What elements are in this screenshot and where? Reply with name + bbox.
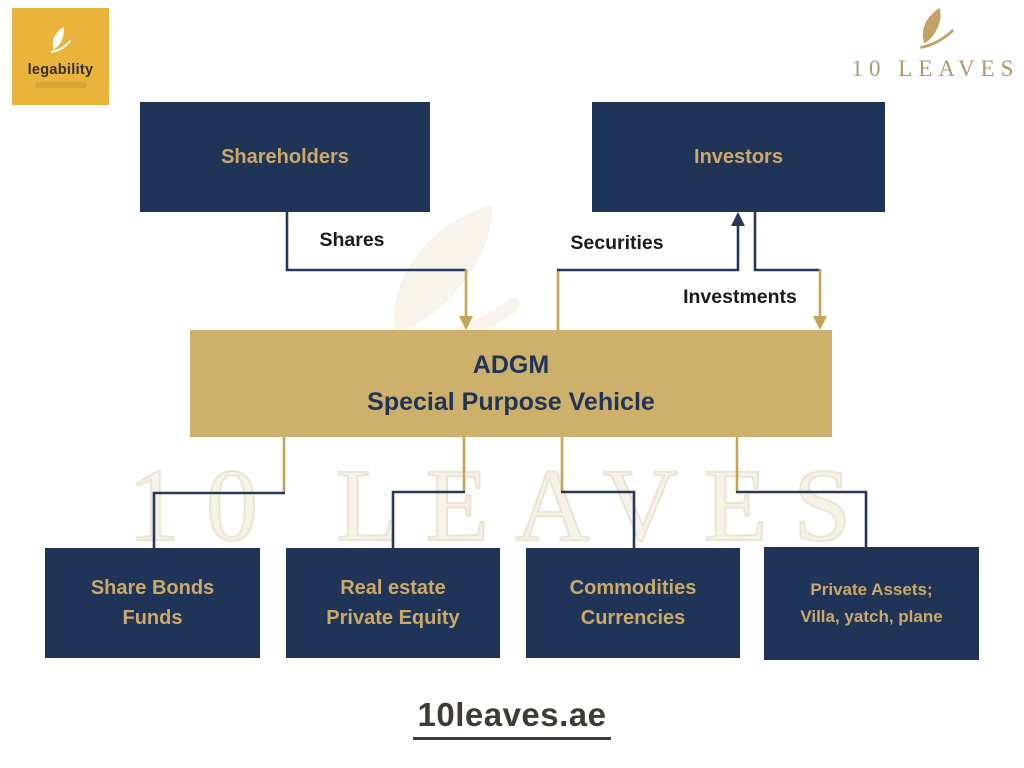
output3-line1: Commodities	[569, 577, 697, 599]
ten-leaves-logo: 10 LEAVES	[851, 6, 1020, 82]
footer: 10leaves.ae	[0, 696, 1024, 740]
output-node-private-assets: Private Assets; Villa, yatch, plane	[764, 547, 979, 660]
output3-line-navy	[561, 490, 636, 548]
website-link: 10leaves.ae	[413, 696, 611, 740]
securities-arrowhead	[731, 212, 745, 226]
output1-line1: Share Bonds	[90, 577, 215, 599]
ten-leaves-leaf-icon	[919, 7, 954, 49]
output-node-share-bonds-funds: Share Bonds Funds	[45, 548, 260, 658]
output-node-commodities-currencies: Commodities Currencies	[526, 548, 740, 658]
output-node-real-estate-private-equity: Real estate Private Equity	[286, 548, 500, 658]
output1-line2: Funds	[122, 607, 183, 629]
adgm-line1: ADGM	[472, 351, 550, 380]
output4-line-navy	[736, 490, 868, 547]
output4-line2: Villa, yatch, plane	[800, 606, 943, 626]
securities-edge-label: Securities	[570, 232, 664, 254]
investments-arrowhead	[813, 316, 827, 330]
ten-leaves-wordmark: 10 LEAVES	[851, 56, 1020, 81]
output1-line-navy	[152, 491, 285, 548]
output2-line1: Real estate	[340, 577, 446, 599]
investors-node: Investors	[592, 102, 885, 212]
legability-tagline	[34, 81, 87, 88]
shares-edge-label: Shares	[319, 229, 385, 251]
investments-line-navy	[753, 212, 820, 272]
adgm-spv-node: ADGM Special Purpose Vehicle	[190, 330, 832, 437]
adgm-line2: Special Purpose Vehicle	[367, 387, 655, 416]
investments-edge-label: Investments	[683, 286, 797, 308]
legability-wordmark: legability	[27, 61, 94, 78]
ten-leaves-watermark-text: 10 LEAVES	[127, 447, 878, 564]
shares-arrowhead	[459, 316, 473, 330]
legability-logo: legability	[12, 8, 109, 105]
legability-leaf-icon	[50, 26, 71, 53]
shareholders-node: Shareholders	[140, 102, 430, 212]
shares-line-navy	[285, 212, 466, 272]
output3-line2: Currencies	[580, 607, 686, 629]
output2-line2: Private Equity	[326, 607, 460, 629]
shareholders-label: Shareholders	[221, 146, 349, 168]
investors-label: Investors	[694, 146, 783, 168]
output4-line1: Private Assets;	[810, 580, 933, 600]
output2-line-navy	[391, 490, 465, 548]
securities-line-navy	[557, 226, 740, 272]
